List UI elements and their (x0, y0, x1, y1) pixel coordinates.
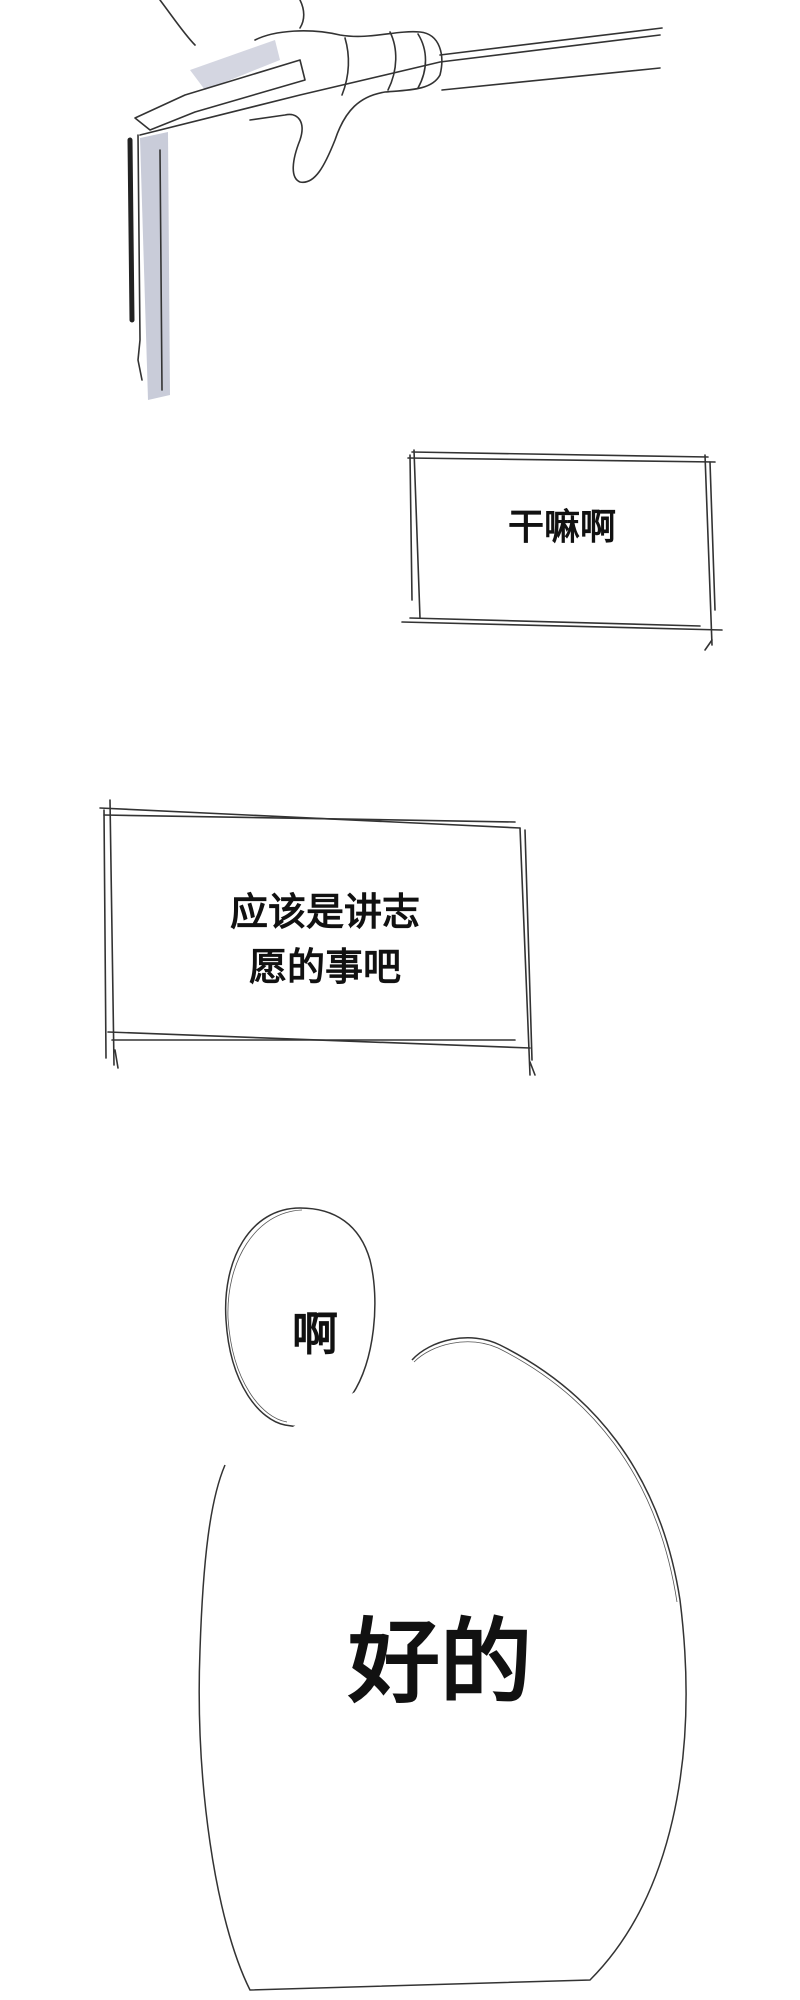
wrist-line (159, 0, 196, 46)
shadow-strip (140, 132, 170, 400)
shadow-band (190, 40, 280, 90)
board-line (139, 34, 661, 136)
finger-line-3 (417, 33, 427, 89)
bar-top (439, 27, 663, 56)
hand-illustration (127, 0, 663, 400)
panel-edge (137, 134, 143, 381)
bar-bottom (441, 67, 661, 91)
caption-box-2-text: 应该是讲志 愿的事吧 (165, 885, 485, 995)
speech-bubble-small-text: 啊 (292, 1307, 338, 1361)
speech-bubble-large-text: 好的 (347, 1609, 532, 1716)
speech-bubble-large (198, 1337, 687, 1991)
caption-box-2-line-1: 应该是讲志 (229, 890, 420, 934)
finger-line-1 (341, 37, 350, 96)
wrist-line-2 (299, 0, 305, 29)
panel-edge-dark (127, 137, 135, 323)
caption-box-2-line-2: 愿的事吧 (248, 945, 401, 990)
caption-box-2 (99, 799, 536, 1076)
caption-box-1-text: 干嘛啊 (507, 507, 616, 548)
speech-bubble-small-trace (227, 1209, 303, 1423)
caption-box-1 (401, 449, 723, 651)
panel-edge-inner (159, 149, 163, 391)
hand-outline (249, 30, 443, 183)
speech-bubble-large-trace (413, 1341, 678, 1603)
board-top (134, 59, 306, 131)
finger-line-2 (387, 31, 397, 91)
